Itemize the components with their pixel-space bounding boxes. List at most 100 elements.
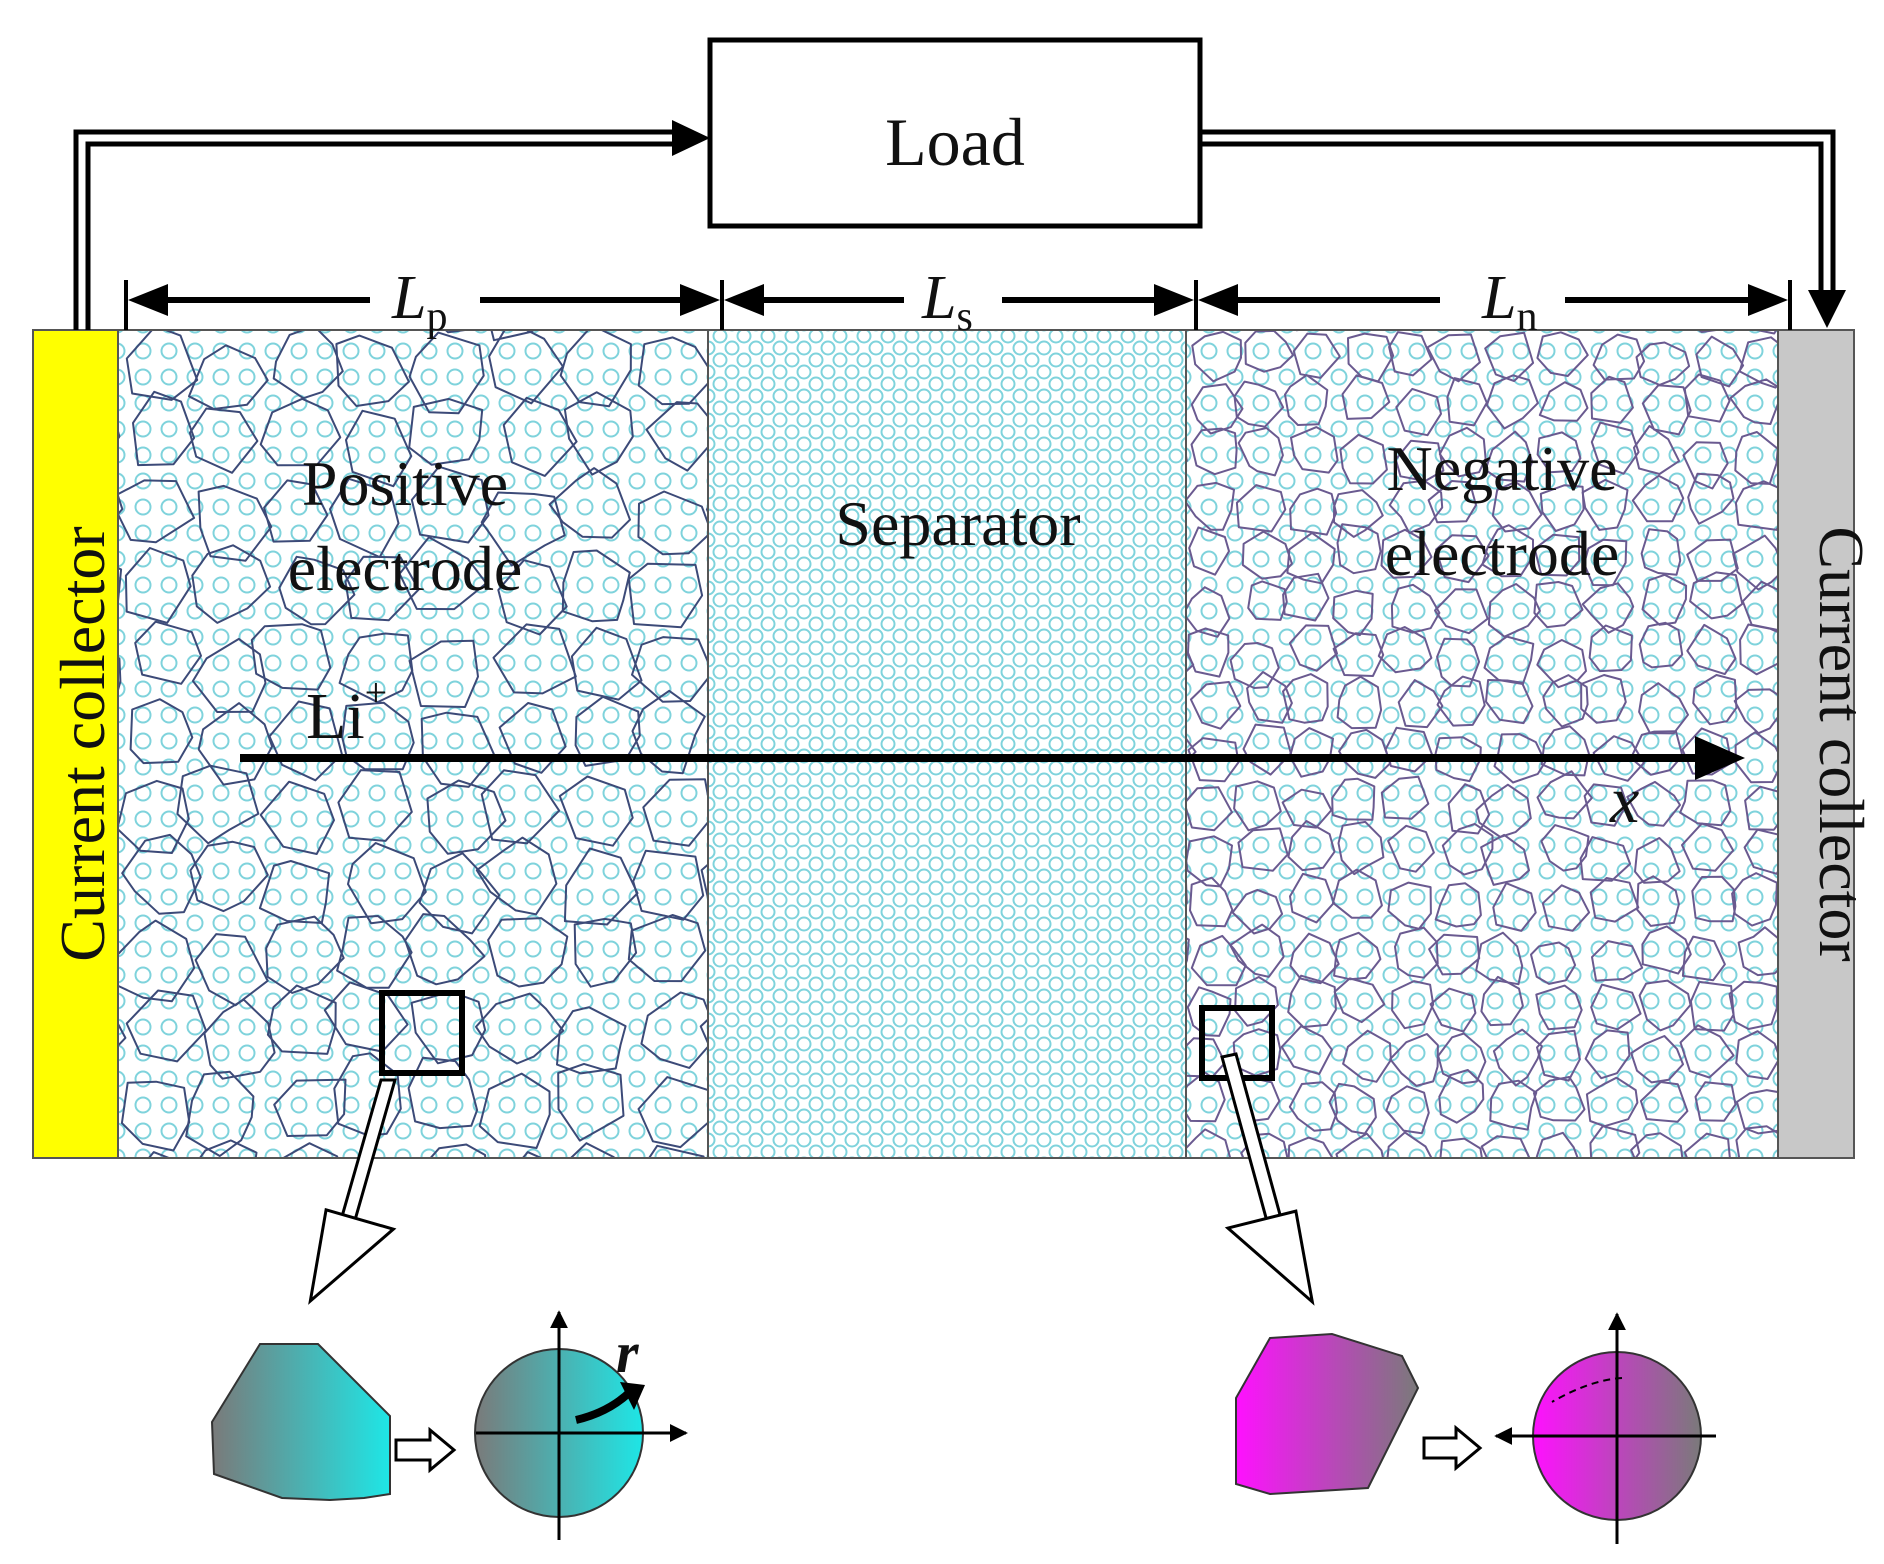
- electrode-grain: [1387, 824, 1435, 873]
- electrode-grain: [1182, 1195, 1232, 1238]
- electrode-grain: [1475, 783, 1532, 838]
- electrode-grain: [1397, 679, 1444, 729]
- electrode-grain: [497, 559, 568, 636]
- electrode-grain: [1438, 1069, 1485, 1124]
- electrode-grain: [1332, 868, 1383, 919]
- electrode-grain: [1380, 775, 1430, 820]
- electrode-grain: [147, 1151, 172, 1158]
- electrode-grain: [1335, 1132, 1385, 1158]
- electrode-grain: [1483, 635, 1535, 685]
- electrode-grain: [1696, 330, 1723, 333]
- electrode-grain: [576, 252, 636, 325]
- electrode-grain: [1233, 380, 1285, 428]
- electrode-grain: [1641, 925, 1692, 975]
- electrode-grain: [1641, 573, 1688, 626]
- electrode-grain: [1389, 1033, 1439, 1087]
- electrode-grain: [191, 637, 267, 713]
- electrode-grain: [1585, 1076, 1639, 1128]
- electrode-grain: [1394, 926, 1439, 979]
- electrode-grain: [1336, 523, 1382, 575]
- cell-body: [32, 252, 1855, 1238]
- electrode-grain: [1328, 1082, 1377, 1135]
- electrode-grain: [492, 623, 577, 695]
- svg-text:Ls: Ls: [921, 264, 973, 340]
- electrode-grain: [1492, 882, 1537, 932]
- electrode-grain: [557, 1062, 625, 1142]
- electrode-grain: [336, 915, 413, 989]
- electrode-grain: [631, 636, 708, 703]
- electrode-grain: [1290, 426, 1339, 474]
- electrode-grain: [1533, 533, 1581, 577]
- electrode-grain: [203, 998, 276, 1080]
- electrode-grain: [1536, 431, 1582, 474]
- electrode-grain: [200, 259, 267, 322]
- negative-length-symbol: L: [1481, 264, 1516, 332]
- electrode-grain: [563, 847, 639, 926]
- electrode-grain: [268, 700, 343, 782]
- electrode-grain: [1743, 828, 1778, 875]
- electrode-grain: [475, 992, 565, 1065]
- electrode-grain: [1391, 980, 1435, 1030]
- electrode-grain: [1186, 986, 1232, 1037]
- positive-electrode-label-line2: electrode: [288, 533, 523, 604]
- electrode-grain: [1387, 881, 1432, 930]
- electrode-grain: [410, 990, 487, 1065]
- electrode-grain: [1735, 1125, 1778, 1158]
- electrode-grain: [1584, 1029, 1631, 1080]
- electrode-grain: [637, 490, 708, 556]
- electrode-grain: [498, 702, 567, 774]
- positive-particle-illustration: r: [210, 1310, 688, 1540]
- electrode-grain: [188, 407, 259, 474]
- positive-zoom-box: [379, 990, 465, 1076]
- positive-zoom-arrow: [308, 1078, 397, 1305]
- electrode-grain: [1681, 935, 1726, 982]
- electrode-grain: [1686, 623, 1737, 676]
- electrode-grain: [273, 1078, 347, 1137]
- electrode-grain: [1542, 674, 1589, 728]
- separator-label: Separator: [835, 488, 1080, 559]
- electrode-grain: [1188, 526, 1230, 576]
- electrode-grain: [1639, 1081, 1689, 1123]
- load-box: [707, 37, 1203, 229]
- electrode-grain: [1337, 820, 1385, 876]
- electrode-grain: [410, 465, 490, 544]
- negative-electrode-label-line1: Negative: [1387, 433, 1618, 504]
- electrode-grain: [1434, 882, 1482, 928]
- x-axis-arrowhead: [1695, 736, 1745, 780]
- electrode-grain: [1487, 583, 1541, 638]
- negative-length-subscript: n: [1516, 294, 1537, 340]
- electrode-grain: [197, 484, 273, 562]
- electrode-grain: [1288, 1081, 1338, 1132]
- electrode-grain: [404, 913, 486, 986]
- electrode-grain: [1335, 1188, 1385, 1232]
- electrode-grain: [1189, 681, 1242, 730]
- electrode-grain: [341, 701, 415, 771]
- electrode-grain: [124, 547, 192, 624]
- electrode-grain: [1484, 430, 1534, 483]
- electrode-grain: [1342, 1029, 1392, 1083]
- dimension-lines: Lp Ls Ln: [124, 264, 1792, 340]
- electrode-grain: [1247, 580, 1288, 621]
- electrode-grain: [1536, 331, 1589, 377]
- electrode-grain: [265, 915, 345, 994]
- electrode-grain: [1683, 373, 1731, 423]
- electrode-grain: [191, 544, 272, 624]
- electrode-grain: [1591, 940, 1644, 982]
- electrode-grain: [1385, 1085, 1430, 1135]
- electrode-grain: [490, 330, 536, 342]
- electrode-grain: [398, 536, 488, 611]
- electrode-grain: [198, 1139, 258, 1158]
- electrode-grain: [1583, 783, 1628, 827]
- electrode-grain: [1336, 675, 1383, 730]
- electrode-grain: [1530, 941, 1577, 985]
- electrode-grain: [647, 1144, 705, 1158]
- electrode-grain: [642, 778, 708, 847]
- electrode-grain: [1284, 374, 1329, 426]
- positive-length-dimension: Lp: [128, 264, 720, 340]
- electrode-grain: [1589, 877, 1640, 923]
- negative-electrode-label-line2: electrode: [1385, 518, 1620, 589]
- radial-coordinate-label: r: [616, 1320, 639, 1385]
- positive-length-symbol: L: [391, 264, 426, 332]
- electrode-grain: [1292, 332, 1341, 379]
